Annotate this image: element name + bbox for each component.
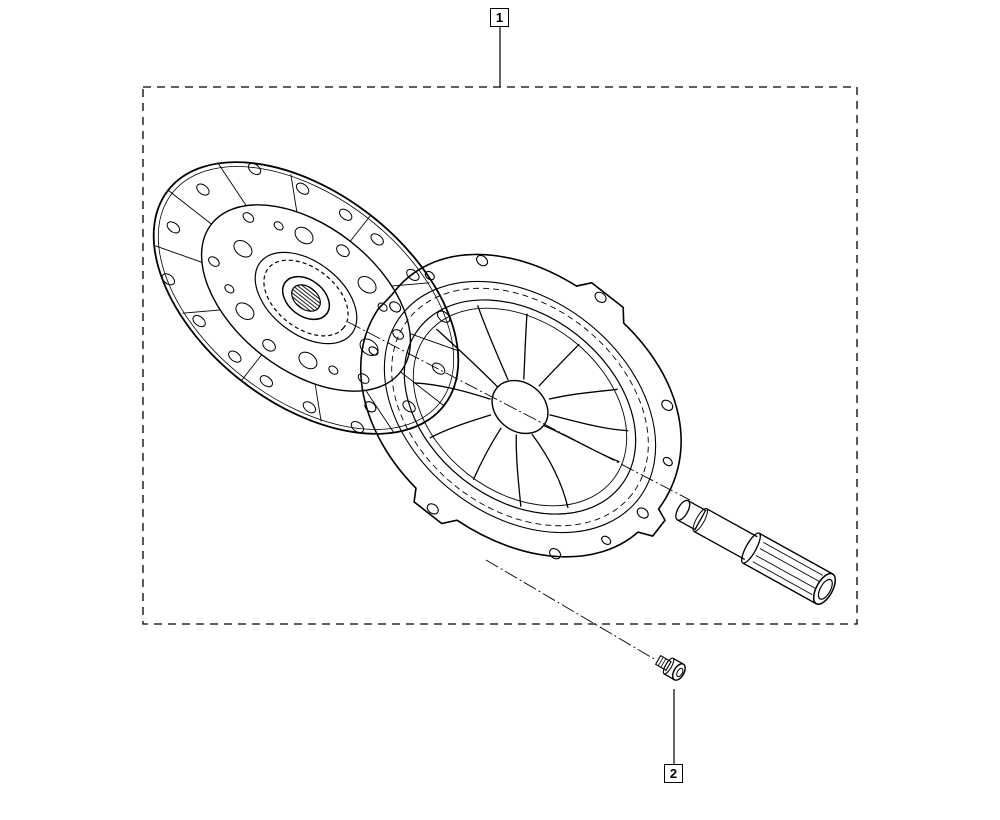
alignment-tool (675, 499, 837, 605)
bolt-axis (485, 559, 657, 661)
clutch-disc (152, 161, 460, 435)
callout-2-label: 2 (664, 764, 683, 783)
assembly-center-axis (347, 321, 691, 501)
pressure-plate (359, 253, 682, 560)
bolt (654, 654, 686, 681)
callout-1-label: 1 (490, 8, 509, 27)
